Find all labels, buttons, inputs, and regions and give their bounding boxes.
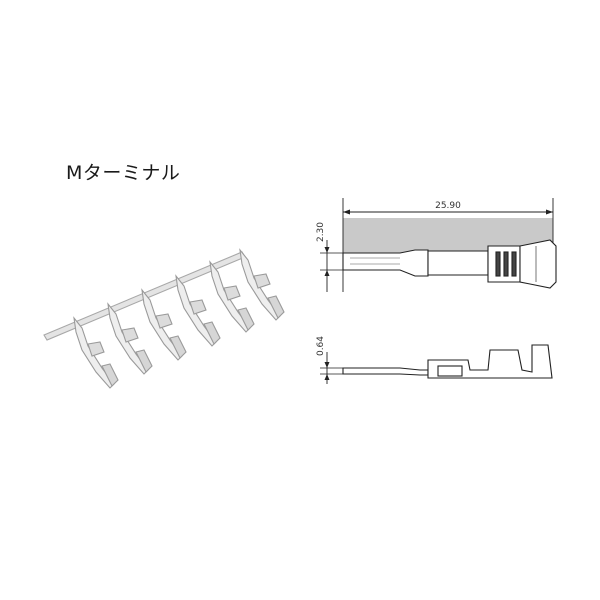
lance-window bbox=[437, 365, 463, 377]
side-view: 0.64 bbox=[316, 336, 553, 384]
terminal-3 bbox=[141, 288, 187, 361]
terminal-1 bbox=[73, 316, 119, 389]
terminal-4 bbox=[175, 274, 221, 347]
pin-body-top bbox=[342, 249, 429, 277]
crimp-body-side bbox=[427, 344, 553, 379]
barrel-top bbox=[427, 250, 489, 276]
top-view: 25.90 2.30 bbox=[316, 198, 557, 292]
length-dimension: 25.90 bbox=[435, 201, 461, 211]
insulation-crimp-top bbox=[519, 239, 557, 289]
terminal-2 bbox=[107, 302, 153, 375]
pin-body-side bbox=[342, 367, 429, 376]
thickness-dimension: 0.64 bbox=[316, 336, 326, 356]
product-title: Mターミナル bbox=[66, 162, 181, 184]
terminal-5 bbox=[209, 260, 255, 333]
terminal-6 bbox=[239, 248, 285, 321]
width-dimension: 2.30 bbox=[316, 222, 326, 242]
